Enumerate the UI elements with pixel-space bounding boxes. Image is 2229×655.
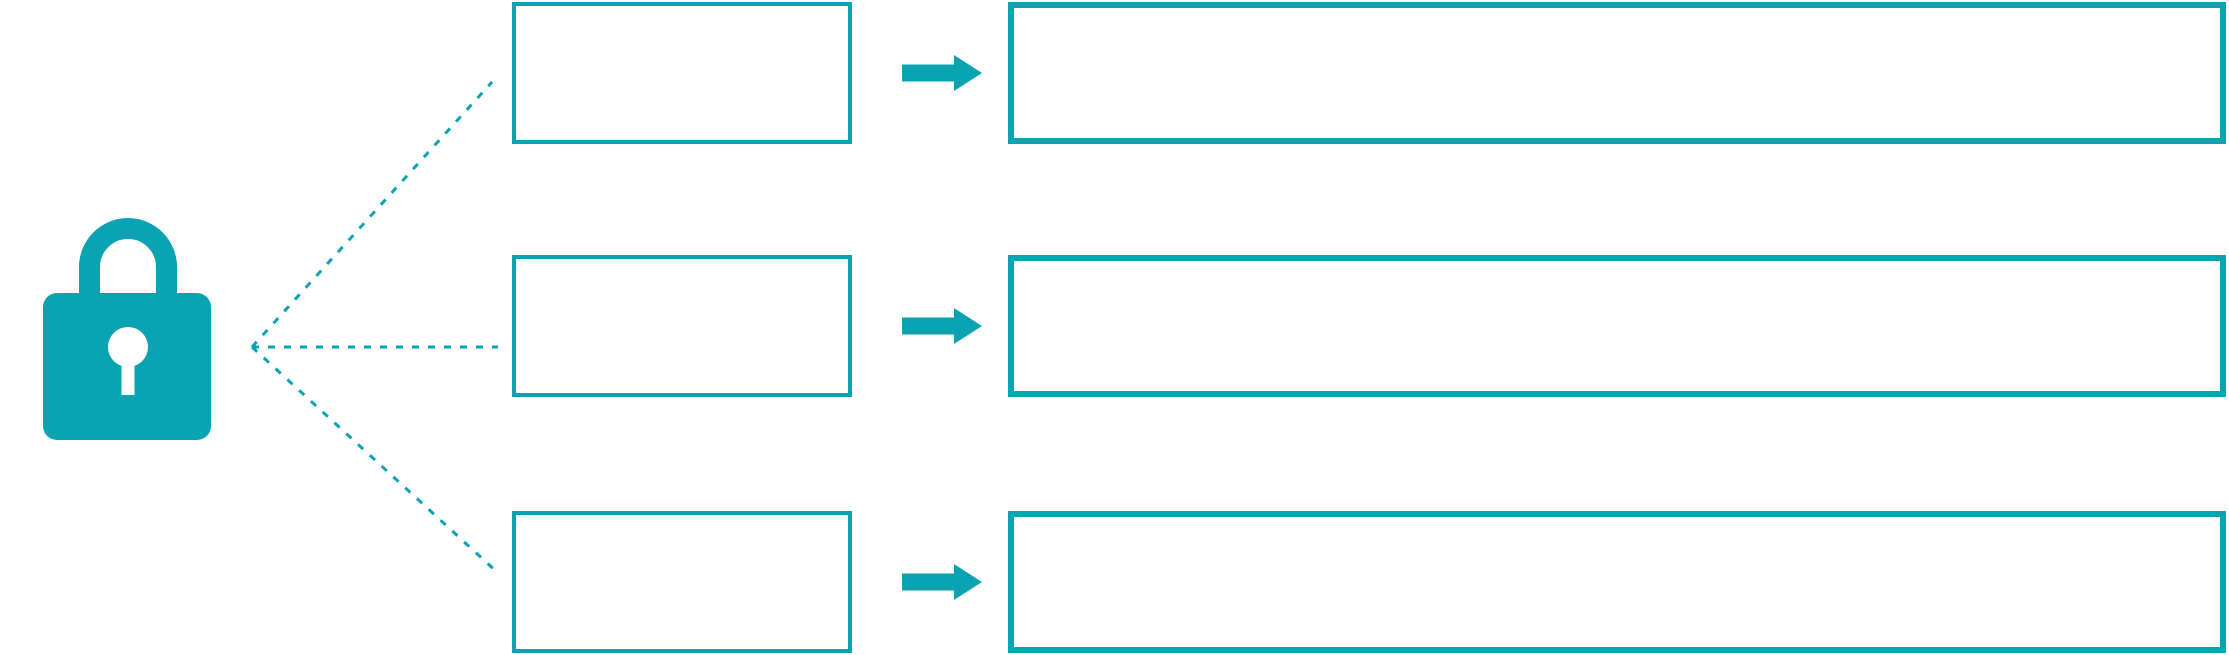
dotted-connector-bottom: [250, 345, 500, 575]
topic-box-1: [512, 2, 852, 144]
description-box-1: [1008, 2, 2226, 144]
dotted-connector-top: [250, 80, 494, 349]
topic-box-2: [512, 255, 852, 397]
right-arrow-icon-2: [902, 308, 982, 344]
topic-box-3: [512, 511, 852, 653]
description-box-3: [1008, 511, 2226, 653]
keyhole-stem: [121, 345, 135, 395]
lock-icon-svg: [43, 218, 211, 440]
lock-icon: [35, 145, 215, 445]
right-arrow-icon-1: [902, 55, 982, 91]
right-arrow-icon-3: [902, 564, 982, 600]
lock-shackle: [79, 218, 177, 310]
description-box-2: [1008, 255, 2226, 397]
